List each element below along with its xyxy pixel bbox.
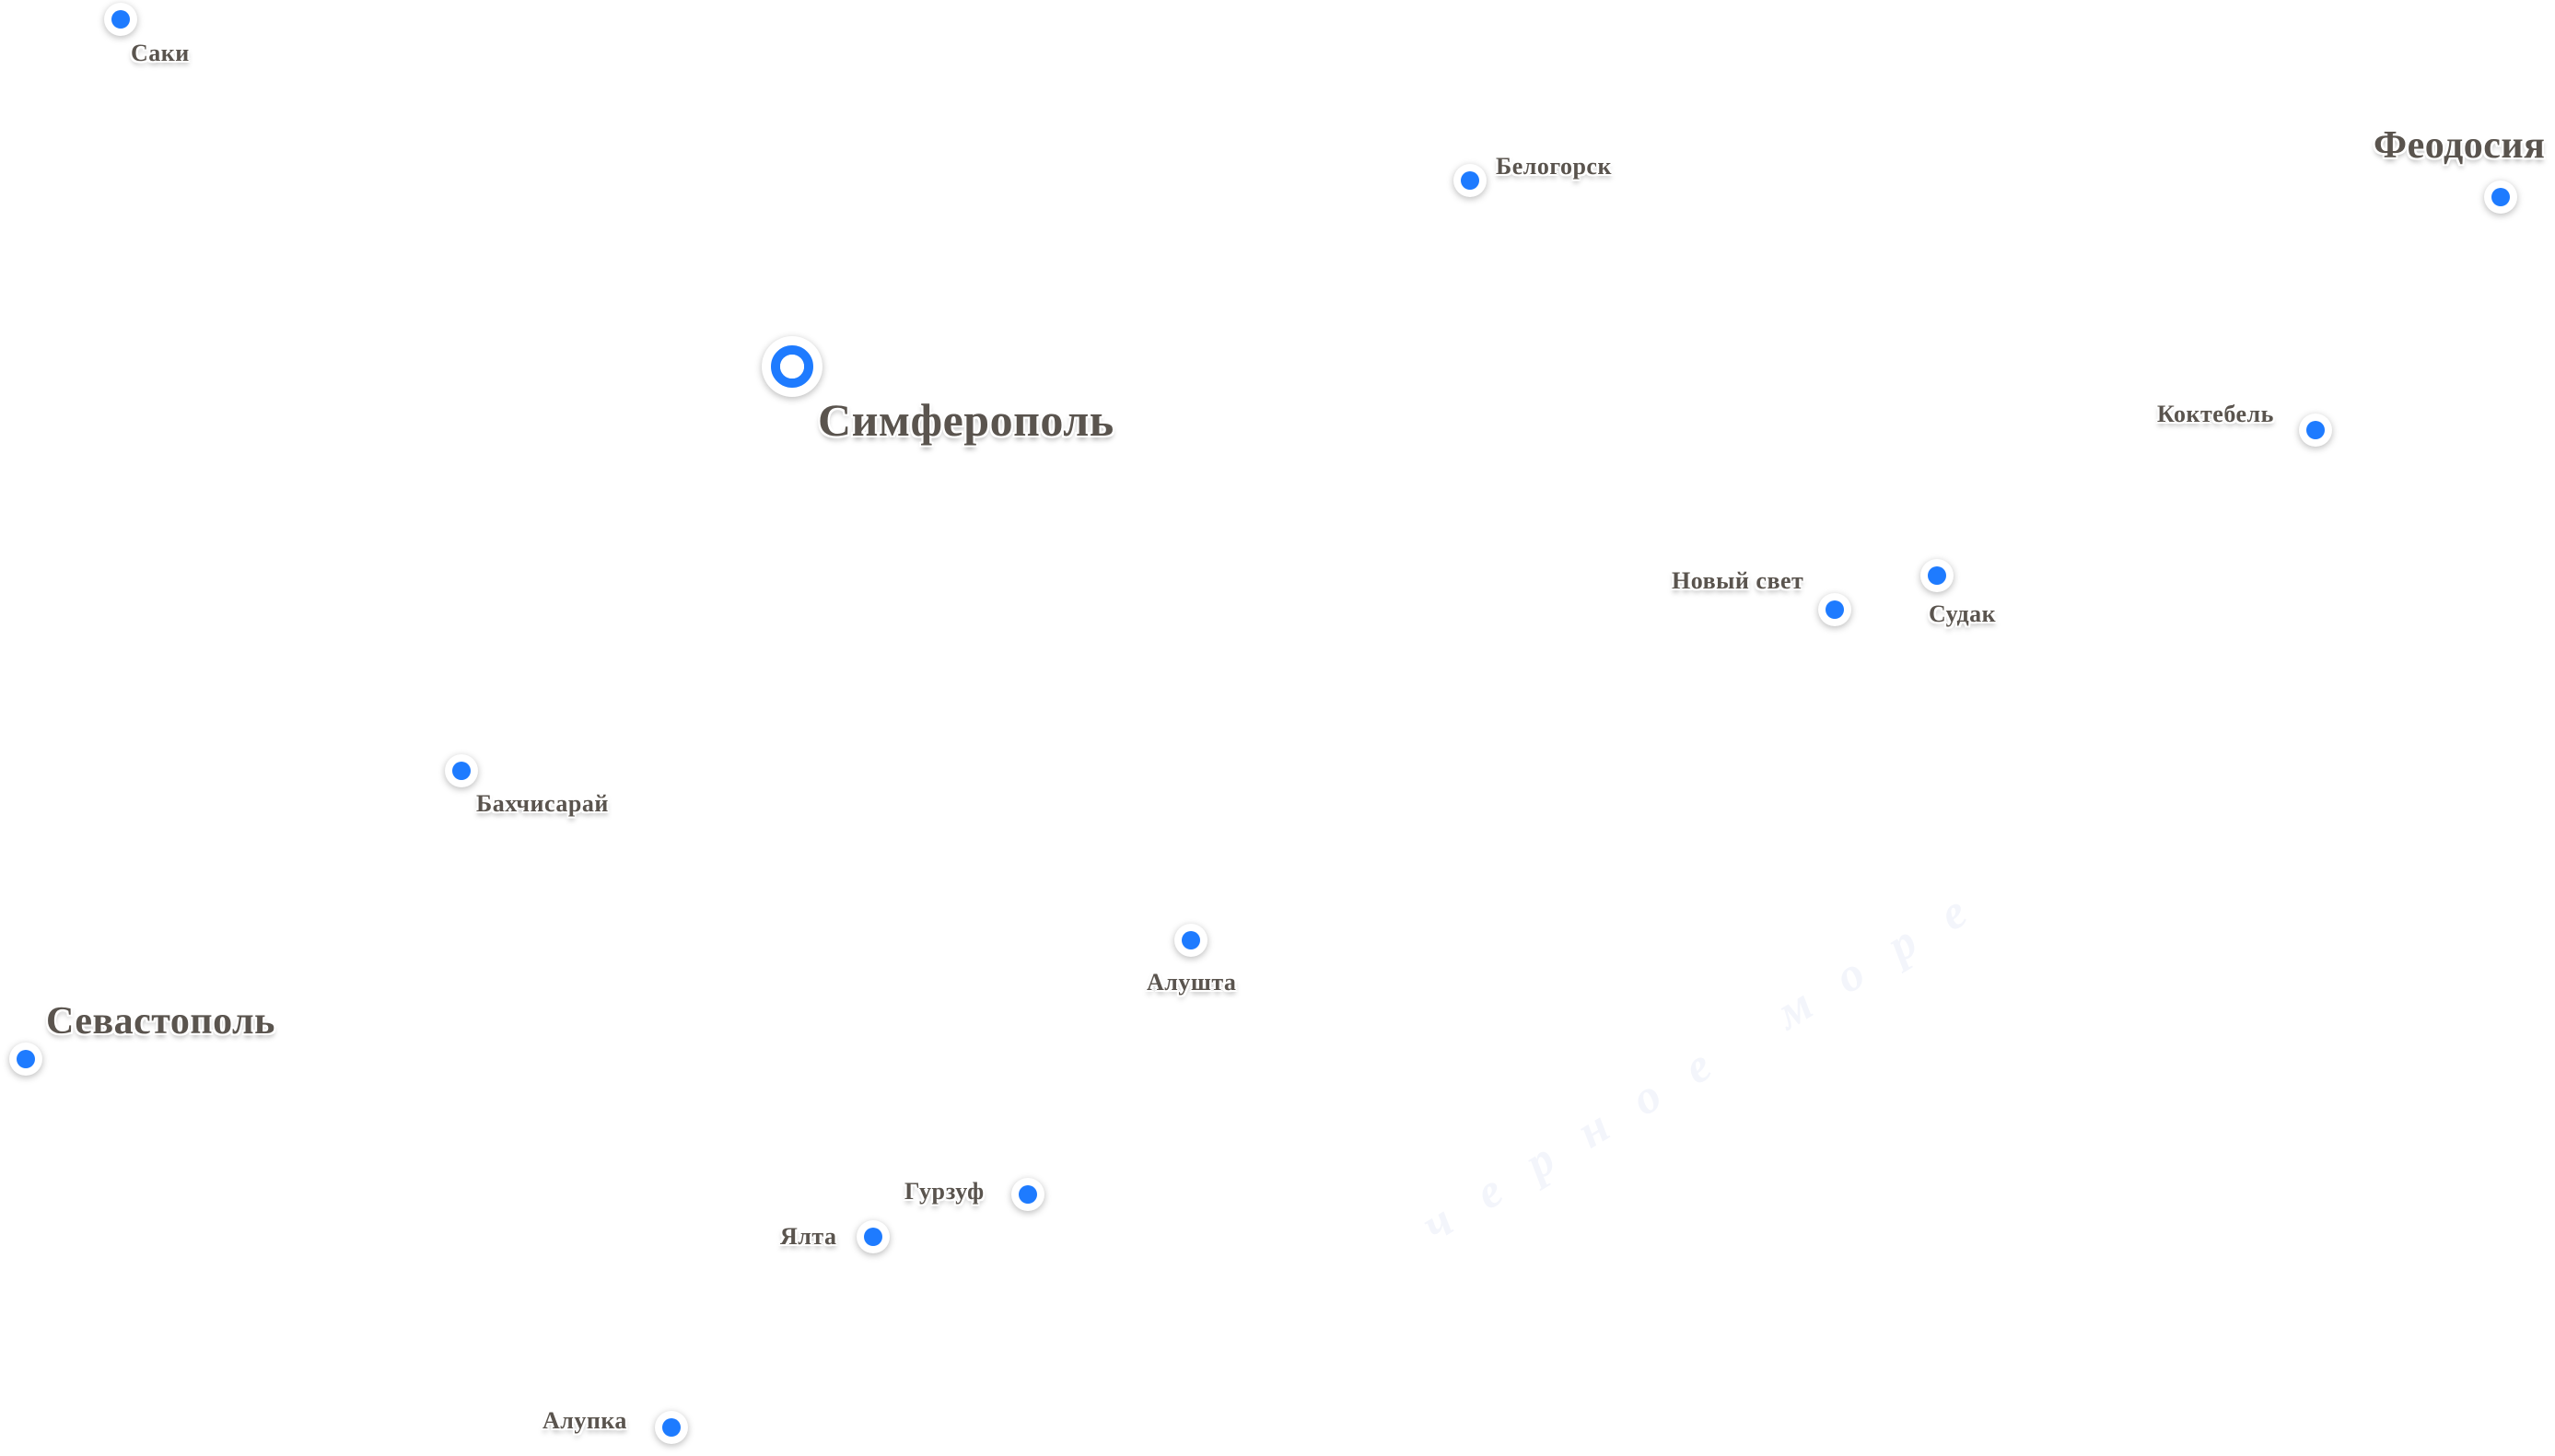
city-label-bakhchisaray[interactable]: Бахчисарай (476, 790, 609, 817)
city-label-koktebel[interactable]: Коктебель (2157, 401, 2274, 427)
city-label-novy-svet[interactable]: Новый свет (1672, 567, 1804, 594)
city-label-sevastopol[interactable]: Севастополь (46, 1000, 275, 1042)
city-marker-sudak[interactable] (1920, 559, 1954, 592)
city-marker-sevastopol[interactable] (9, 1042, 42, 1076)
capital-marker-simferopol[interactable] (762, 336, 822, 397)
city-label-saki[interactable]: Саки (131, 40, 190, 66)
city-marker-bakhchisaray[interactable] (445, 754, 478, 787)
city-label-alushta[interactable]: Алушта (1147, 969, 1237, 996)
city-marker-belogorsk[interactable] (1453, 164, 1487, 197)
sea-label: черное море (1413, 866, 2008, 1252)
city-marker-feodosia[interactable] (2484, 181, 2517, 214)
city-label-feodosia[interactable]: Феодосия (2374, 124, 2546, 167)
city-marker-koktebel[interactable] (2299, 414, 2332, 447)
city-marker-saki[interactable] (104, 3, 137, 36)
city-label-sudak[interactable]: Судак (1929, 600, 1997, 627)
city-marker-gurzuf[interactable] (1011, 1178, 1044, 1211)
city-label-simferopol[interactable]: Симферополь (818, 394, 1114, 446)
city-label-yalta[interactable]: Ялта (780, 1223, 837, 1250)
city-marker-yalta[interactable] (857, 1220, 890, 1253)
city-marker-novy-svet[interactable] (1818, 593, 1851, 626)
city-marker-alupka[interactable] (655, 1411, 688, 1444)
city-label-alupka[interactable]: Алупка (542, 1407, 627, 1434)
city-marker-alushta[interactable] (1174, 924, 1208, 957)
city-label-gurzuf[interactable]: Гурзуф (904, 1178, 985, 1205)
city-label-belogorsk[interactable]: Белогорск (1496, 153, 1612, 180)
